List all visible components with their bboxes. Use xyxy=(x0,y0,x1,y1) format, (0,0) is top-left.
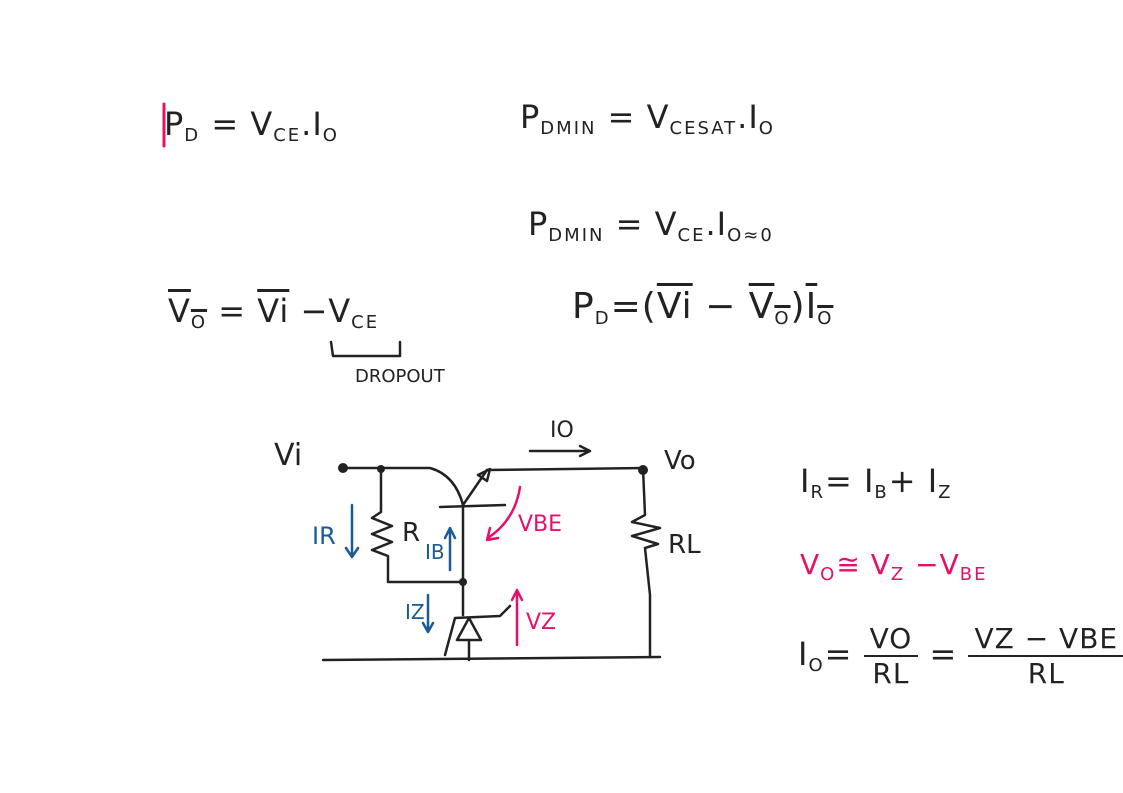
node-base xyxy=(459,578,467,586)
node-r xyxy=(377,465,385,473)
iz-label: IZ xyxy=(405,600,425,624)
eq-ir: IR= IB+ IZ xyxy=(800,462,953,503)
top-wire-left xyxy=(341,466,465,507)
emitter-arrow xyxy=(476,467,492,483)
ir-arrow xyxy=(344,503,360,559)
vbe-arrow xyxy=(485,485,522,542)
eq-pdmin-sat: PDMIN = VCESAT.IO xyxy=(520,98,775,139)
ground-wire xyxy=(321,655,662,662)
eq-pdmin: PDMIN = VCE.IO≈0 xyxy=(528,205,774,246)
vbe-label: VBE xyxy=(518,512,563,537)
dropout-label: DROPOUT xyxy=(355,366,445,387)
vz-label: VZ xyxy=(526,610,557,635)
node-vi xyxy=(338,463,348,473)
r-wire xyxy=(370,466,465,584)
ir-label: IR xyxy=(312,522,336,550)
base-bar xyxy=(438,503,507,509)
io-arrow xyxy=(528,444,592,458)
iz-arrow xyxy=(421,593,435,634)
vo-label: Vo xyxy=(664,446,696,476)
emitter xyxy=(461,468,489,507)
zener-triangle xyxy=(455,616,483,642)
eq-vo: VO = Vi −VCE xyxy=(168,292,380,333)
vz-arrow xyxy=(510,588,524,647)
dropout-brace xyxy=(329,340,402,358)
ib-arrow xyxy=(443,526,457,572)
top-wire-right xyxy=(485,466,645,472)
eq-pd: PD = VCE.IO xyxy=(164,105,339,146)
rl-wire xyxy=(630,466,662,659)
node-vo xyxy=(638,465,648,475)
ib-label: IB xyxy=(425,540,445,564)
zener xyxy=(443,604,512,657)
rl-label: RL xyxy=(668,530,701,560)
vi-label: Vi xyxy=(274,438,303,473)
eq-vo-approx: VO≅ VZ −VBE xyxy=(800,548,988,585)
io-label: IO xyxy=(550,418,574,443)
r-label: R xyxy=(402,518,421,548)
eq-pd-avg: PD=(Vi − VO)IO xyxy=(572,286,834,329)
